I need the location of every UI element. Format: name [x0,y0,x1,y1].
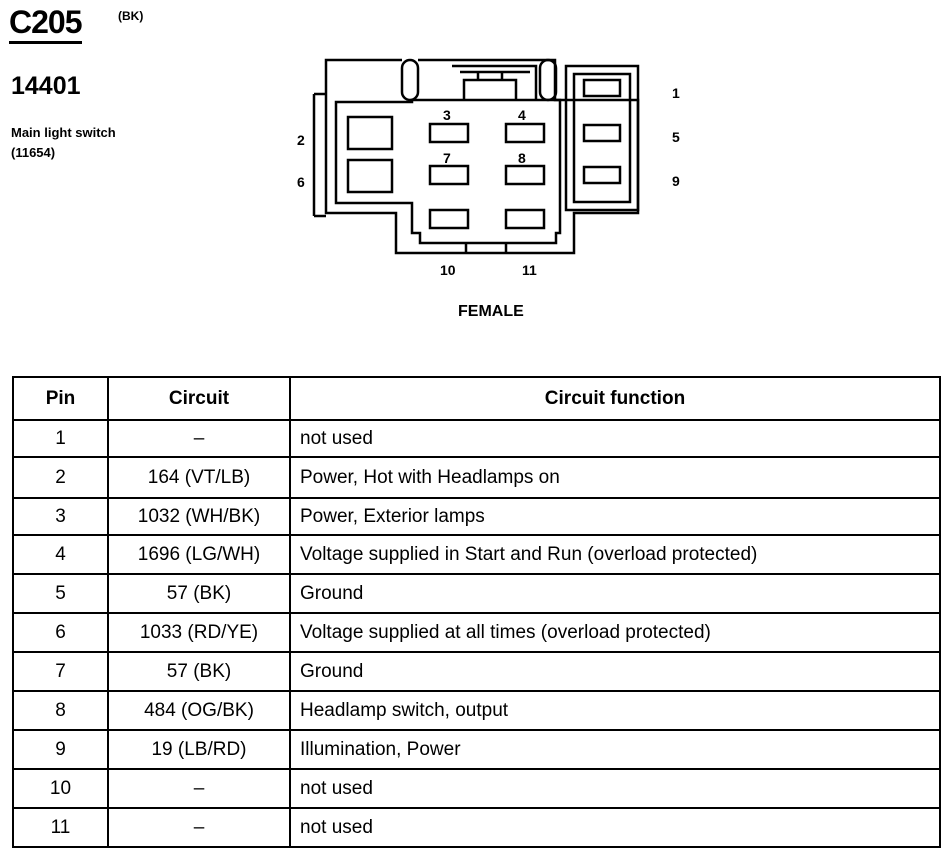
pin-label: 4 [518,107,526,123]
connector-id: C205 [9,4,82,44]
pin-cell: 5 [12,573,109,614]
function-cell: Power, Exterior lamps [289,497,941,536]
table-row: 10–not used [12,768,941,809]
function-cell: Ground [289,651,941,692]
circuit-cell: 1696 (LG/WH) [107,534,291,575]
cavity-6 [346,158,394,194]
side-bracket [312,92,326,218]
connector-face-diagram: 1 2 3 4 5 6 7 8 9 10 11 FEMALE [297,58,680,320]
table-row: 11–not used [12,807,941,848]
cavity-4 [504,122,546,144]
key-notch [464,243,508,253]
pin-cell: 9 [12,729,109,770]
cavity-11 [504,208,546,230]
function-cell: Illumination, Power [289,729,941,770]
pin-cell: 10 [12,768,109,809]
latch [476,72,504,80]
cavity-1 [582,78,622,98]
table-row: 1–not used [12,419,941,458]
gender-label: FEMALE [458,303,524,320]
pin-cell: 11 [12,807,109,848]
pin-cell: 4 [12,534,109,575]
cavity-5 [582,123,622,143]
pin-cell: 7 [12,651,109,692]
pin-cell: 3 [12,497,109,536]
pin-cell: 1 [12,419,109,458]
function-cell: not used [289,419,941,458]
pin-label: 10 [440,262,456,278]
circuit-cell: 164 (VT/LB) [107,456,291,499]
housing-outline [324,58,640,255]
right-module-inner [572,72,632,204]
connector-color: (BK) [118,9,144,23]
pin-label: 7 [443,150,451,166]
cavity-2 [346,115,394,151]
pin-label: 5 [672,129,680,145]
pin-cell: 2 [12,456,109,499]
cavity-7 [428,164,470,186]
pin-cell: 8 [12,690,109,731]
circuit-cell: 1032 (WH/BK) [107,497,291,536]
right-module [564,64,640,212]
header-circuit: Circuit [107,376,291,421]
table-header-row: Pin Circuit Circuit function [12,376,941,421]
pin-label: 2 [297,132,305,148]
circuit-cell: 57 (BK) [107,651,291,692]
function-cell: Voltage supplied at all times (overload … [289,612,941,653]
pin-label: 9 [672,173,680,189]
lock-tab [400,58,420,102]
circuit-cell: 57 (BK) [107,573,291,614]
latch [452,64,538,100]
pin-label: 6 [297,174,305,190]
function-cell: Headlamp switch, output [289,690,941,731]
lock-tab [538,58,558,102]
pin-cell: 6 [12,612,109,653]
function-cell: Voltage supplied in Start and Run (overl… [289,534,941,575]
circuit-cell: – [107,807,291,848]
circuit-cell: – [107,419,291,458]
function-cell: Power, Hot with Headlamps on [289,456,941,499]
part-number: 14401 [11,72,81,100]
function-cell: Ground [289,573,941,614]
description-line: Main light switch [11,125,116,140]
latch [462,78,518,100]
header-circuit-function: Circuit function [289,376,941,421]
cavity-10 [428,208,470,230]
cavity-8 [504,164,546,186]
function-cell: not used [289,807,941,848]
circuit-cell: 484 (OG/BK) [107,690,291,731]
function-cell: not used [289,768,941,809]
pin-label: 3 [443,107,451,123]
circuit-cell: – [107,768,291,809]
circuit-cell: 19 (LB/RD) [107,729,291,770]
header-pin: Pin [12,376,109,421]
pin-label: 1 [672,85,680,101]
cavity-3 [428,122,470,144]
circuit-cell: 1033 (RD/YE) [107,612,291,653]
cavity-9 [582,165,622,185]
pin-label: 8 [518,150,526,166]
description-line: (11654) [11,145,56,160]
pin-label: 11 [522,262,537,278]
